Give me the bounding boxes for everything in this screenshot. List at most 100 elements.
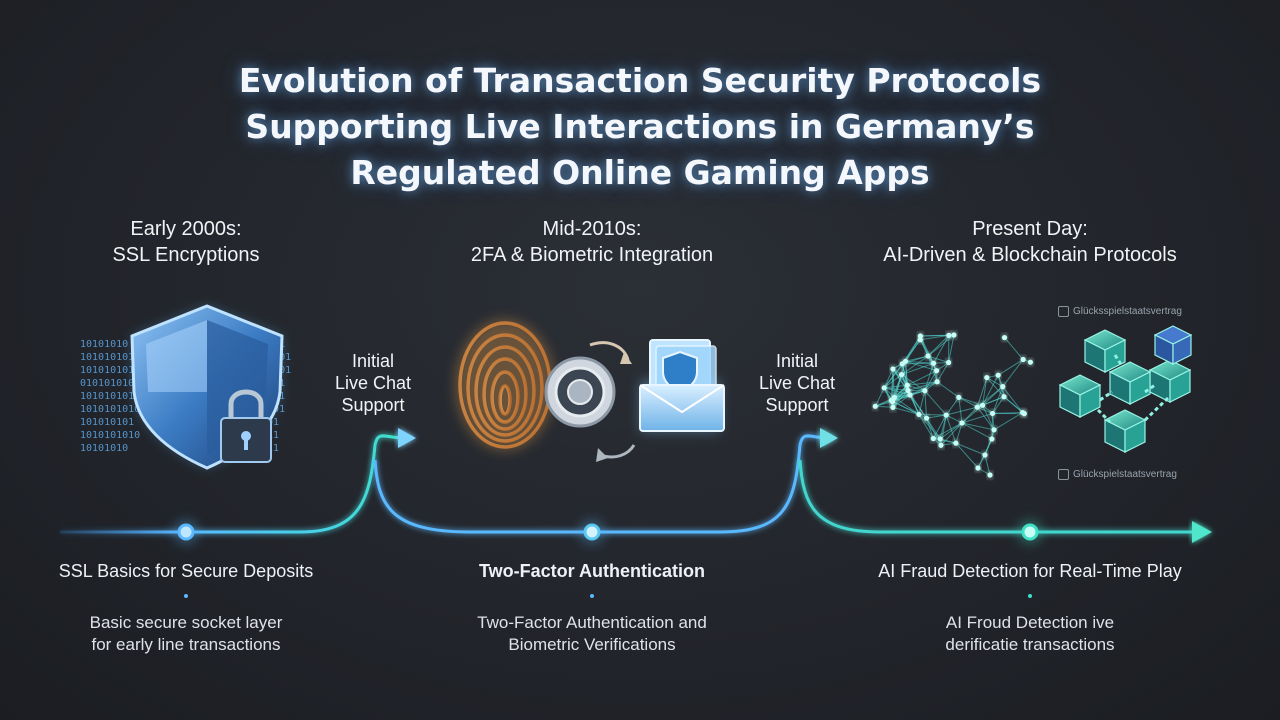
network-link: [940, 422, 963, 446]
network-link: [946, 406, 978, 416]
network-node: [890, 404, 896, 410]
network-link: [997, 359, 1024, 376]
stage-description-2fa: Two-Factor Authentication and Biometric …: [382, 612, 802, 656]
network-link: [892, 368, 895, 398]
live-chat-line: Live Chat: [334, 373, 412, 393]
ai-brain-network-icon: [872, 332, 1034, 478]
binary-code-left: 10101010 101010101 1010101010 010101010 …: [80, 339, 141, 454]
network-link: [945, 414, 957, 444]
network-node: [1020, 356, 1026, 363]
network-link: [907, 381, 938, 386]
network-link: [958, 396, 978, 408]
network-link: [992, 396, 1005, 414]
network-link: [1004, 337, 1024, 360]
network-link: [892, 406, 920, 415]
network-link: [984, 429, 995, 456]
network-link: [901, 374, 909, 391]
network-node: [982, 452, 988, 458]
network-link: [918, 414, 934, 439]
network-node: [922, 388, 928, 394]
secure-mail-icon: [639, 339, 725, 432]
regulation-tag-label: Glückspielstaatsvertrag: [1073, 469, 1177, 480]
network-link: [961, 406, 978, 424]
network-link: [992, 413, 995, 430]
arrow-right-icon: [1192, 521, 1212, 543]
network-node: [904, 382, 910, 388]
network-node: [917, 337, 923, 343]
network-node: [943, 412, 949, 418]
network-link: [883, 368, 894, 389]
network-node: [916, 411, 922, 418]
network-node: [934, 379, 940, 385]
network-link: [993, 412, 1023, 431]
network-node: [902, 358, 909, 364]
network-link: [984, 454, 991, 476]
network-link: [918, 414, 941, 440]
network-link: [926, 418, 934, 439]
network-link: [918, 390, 926, 415]
network-node: [881, 385, 887, 391]
network-link: [936, 362, 950, 383]
network-node: [975, 465, 981, 471]
network-link: [927, 335, 950, 357]
network-node: [1000, 384, 1006, 390]
network-link: [986, 377, 1003, 388]
network-node: [905, 387, 911, 394]
network-link: [982, 377, 988, 406]
network-link: [894, 397, 920, 415]
network-link: [926, 414, 947, 419]
network-node: [959, 420, 965, 426]
description-line: Basic secure socket layer: [89, 613, 283, 632]
network-link: [924, 390, 928, 419]
network-node: [984, 374, 990, 381]
live-chat-line: Initial: [351, 351, 395, 371]
network-node: [930, 360, 937, 366]
network-node: [989, 436, 995, 442]
network-link: [939, 422, 963, 440]
title-line-2: Supporting Live Interactions in Germany’…: [245, 107, 1035, 146]
regulation-tag-bottom: Glückspielstaatsvertrag: [1058, 469, 1177, 480]
network-link: [893, 374, 903, 398]
timeline-path: [60, 434, 406, 534]
network-node: [925, 353, 931, 359]
network-link: [976, 377, 988, 408]
network-link: [958, 397, 963, 424]
network-node: [987, 472, 993, 478]
live-chat-label-2: Initial Live Chat Support: [727, 350, 867, 416]
milestone-node-ai: [1018, 520, 1042, 544]
network-link: [924, 390, 947, 416]
era-protocol: SSL Encryptions: [112, 244, 260, 266]
network-link: [920, 334, 949, 337]
era-heading-present-day: Present Day: AI-Driven & Blockchain Prot…: [820, 216, 1240, 268]
era-heading-early-2000s: Early 2000s: SSL Encryptions: [0, 216, 396, 268]
network-link: [892, 401, 920, 415]
network-link: [927, 355, 949, 363]
arrow-right-icon: [820, 428, 838, 448]
network-node: [989, 410, 996, 417]
live-chat-line: Initial: [775, 351, 819, 371]
live-chat-label-1: Initial Live Chat Support: [303, 350, 443, 416]
network-node: [923, 415, 930, 421]
description-line: Biometric Verifications: [508, 635, 676, 654]
network-link: [945, 397, 960, 416]
network-link: [920, 334, 949, 341]
era-heading-mid-2010s: Mid-2010s: 2FA & Biometric Integration: [382, 216, 802, 268]
network-link: [874, 387, 885, 407]
stage-divider-dot: [1028, 594, 1032, 598]
description-line: for early line transactions: [91, 635, 281, 654]
network-link: [976, 406, 995, 431]
live-chat-line: Support: [341, 395, 405, 415]
network-node: [1021, 411, 1027, 417]
network-node: [890, 398, 896, 405]
network-link: [936, 381, 960, 398]
timeline-path-segment-3: [798, 459, 1195, 534]
network-node: [946, 332, 952, 338]
document-icon: [1058, 469, 1069, 480]
network-link: [961, 422, 993, 440]
network-node: [934, 368, 940, 374]
network-node: [890, 366, 896, 372]
fingerprint-icon: [455, 319, 555, 451]
network-node: [951, 332, 957, 338]
network-node: [891, 394, 898, 401]
